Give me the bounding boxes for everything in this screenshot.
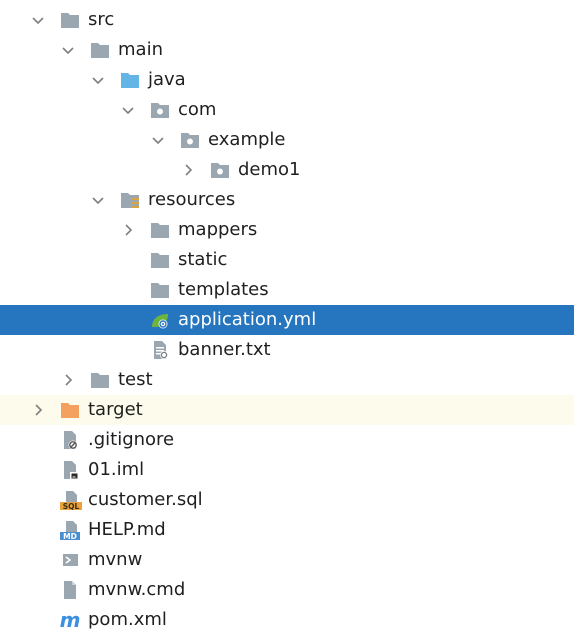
tree-node-label: .gitignore bbox=[88, 429, 175, 450]
folder-icon bbox=[150, 220, 170, 240]
tree-node-demo1[interactable]: demo1 bbox=[0, 155, 574, 185]
tree-node-static[interactable]: static bbox=[0, 245, 574, 275]
chevron-down-icon[interactable] bbox=[60, 35, 76, 65]
folder-icon bbox=[60, 10, 80, 30]
tree-node-label: customer.sql bbox=[88, 489, 203, 510]
tree-node-example[interactable]: example bbox=[0, 125, 574, 155]
tree-node-label: mvnw.cmd bbox=[88, 579, 186, 600]
tree-node-target[interactable]: target bbox=[0, 395, 574, 425]
file-icon bbox=[60, 580, 80, 600]
ignore-file-icon bbox=[60, 430, 80, 450]
tree-node-label: mvnw bbox=[88, 549, 143, 570]
spring-config-icon bbox=[150, 310, 170, 330]
tree-node-label: target bbox=[88, 399, 143, 420]
folder-icon bbox=[90, 370, 110, 390]
tree-node-01-iml[interactable]: 01.iml bbox=[0, 455, 574, 485]
tree-node-mvnw[interactable]: mvnw bbox=[0, 545, 574, 575]
package-icon bbox=[210, 160, 230, 180]
tree-node-com[interactable]: com bbox=[0, 95, 574, 125]
chevron-down-icon[interactable] bbox=[150, 125, 166, 155]
tree-node-pom-xml[interactable]: m pom.xml bbox=[0, 605, 574, 635]
maven-icon: m bbox=[58, 610, 81, 630]
tree-node-label: src bbox=[88, 9, 115, 30]
tree-node-label: demo1 bbox=[238, 159, 301, 180]
tree-node-label: banner.txt bbox=[178, 339, 271, 360]
tree-node-customer-sql[interactable]: SQL customer.sql bbox=[0, 485, 574, 515]
tree-node-label: java bbox=[148, 69, 186, 90]
text-file-icon bbox=[150, 340, 170, 360]
tree-node-help-md[interactable]: MD HELP.md bbox=[0, 515, 574, 545]
tree-node-label: test bbox=[118, 369, 153, 390]
markdown-file-icon: MD bbox=[60, 520, 80, 540]
tree-node-label: templates bbox=[178, 279, 269, 300]
package-icon bbox=[180, 130, 200, 150]
tree-node-label: application.yml bbox=[178, 309, 317, 330]
tree-node-label: main bbox=[118, 39, 163, 60]
chevron-right-icon[interactable] bbox=[180, 155, 196, 185]
folder-icon bbox=[150, 280, 170, 300]
tree-node-label: mappers bbox=[178, 219, 258, 240]
chevron-down-icon[interactable] bbox=[90, 185, 106, 215]
package-icon bbox=[150, 100, 170, 120]
tree-node-label: resources bbox=[148, 189, 236, 210]
chevron-down-icon[interactable] bbox=[120, 95, 136, 125]
tree-node-templates[interactable]: templates bbox=[0, 275, 574, 305]
folder-icon bbox=[150, 250, 170, 270]
tree-node-label: example bbox=[208, 129, 286, 150]
tree-node-banner-txt[interactable]: banner.txt bbox=[0, 335, 574, 365]
tree-node-gitignore[interactable]: .gitignore bbox=[0, 425, 574, 455]
tree-node-label: 01.iml bbox=[88, 459, 145, 480]
chevron-right-icon[interactable] bbox=[120, 215, 136, 245]
resources-folder-icon bbox=[120, 190, 140, 210]
excluded-folder-icon bbox=[60, 400, 80, 420]
tree-node-mvnw-cmd[interactable]: mvnw.cmd bbox=[0, 575, 574, 605]
source-folder-icon bbox=[120, 70, 140, 90]
tree-node-label: com bbox=[178, 99, 217, 120]
tree-node-application-yml[interactable]: application.yml bbox=[0, 305, 574, 335]
tree-node-resources[interactable]: resources bbox=[0, 185, 574, 215]
module-file-icon bbox=[60, 460, 80, 480]
svg-text:MD: MD bbox=[63, 532, 77, 540]
tree-node-label: pom.xml bbox=[88, 609, 167, 630]
tree-node-mappers[interactable]: mappers bbox=[0, 215, 574, 245]
chevron-down-icon[interactable] bbox=[90, 65, 106, 95]
svg-text:m: m bbox=[60, 610, 81, 630]
folder-icon bbox=[90, 40, 110, 60]
chevron-right-icon[interactable] bbox=[60, 365, 76, 395]
chevron-right-icon[interactable] bbox=[30, 395, 46, 425]
tree-node-main[interactable]: main bbox=[0, 35, 574, 65]
tree-node-src[interactable]: src bbox=[0, 5, 574, 35]
tree-node-label: HELP.md bbox=[88, 519, 166, 540]
tree-node-test[interactable]: test bbox=[0, 365, 574, 395]
tree-node-label: static bbox=[178, 249, 228, 270]
chevron-down-icon[interactable] bbox=[30, 5, 46, 35]
tree-node-java[interactable]: java bbox=[0, 65, 574, 95]
sql-file-icon: SQL bbox=[60, 490, 82, 510]
shell-script-icon bbox=[60, 550, 80, 570]
svg-text:SQL: SQL bbox=[63, 502, 80, 510]
